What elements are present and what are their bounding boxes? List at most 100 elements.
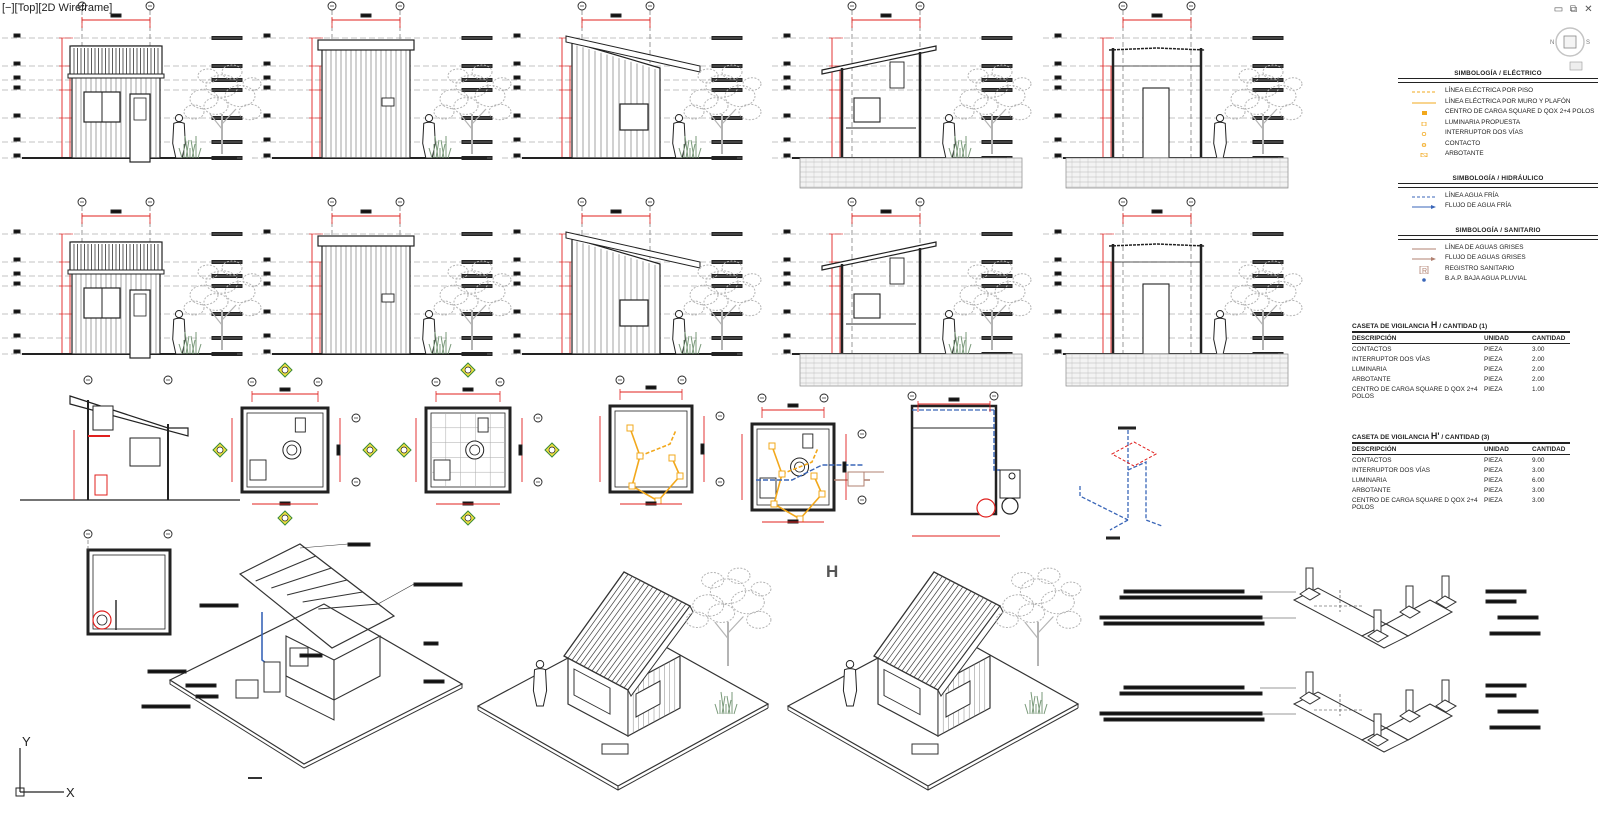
- human-figure: [942, 310, 956, 355]
- elevation-view: [502, 1, 762, 160]
- human-figure: [942, 114, 956, 159]
- side-elevation-small: [20, 375, 240, 501]
- minimize-icon[interactable]: ▭: [1553, 4, 1564, 15]
- plumbing-isometric: [1079, 426, 1163, 540]
- close-icon[interactable]: ✕: [1584, 4, 1593, 15]
- legend-item-label: CENTRO DE CARGA SQUARE D QOX 2+4 POLOS: [1445, 108, 1595, 115]
- dimension-line: [251, 387, 319, 402]
- dimension-line: [581, 209, 651, 224]
- legend-item-label: LÍNEA AGUA FRÍA: [1445, 191, 1499, 199]
- quantity-table-title: CASETA DE VIGILANCIA H' / CANTIDAD (3): [1352, 431, 1570, 444]
- tree-illustration: [683, 64, 762, 154]
- legend-item: B.A.P. BAJA AGUA PLUVIAL: [1398, 275, 1598, 286]
- viewport-window-controls: ▭ ⧉ ✕: [1553, 4, 1594, 15]
- dimension-line: [81, 13, 151, 28]
- human-figure: [842, 659, 858, 707]
- legend-item-label: LÍNEA ELÉCTRICA POR MURO Y PLAFÓN: [1445, 97, 1571, 105]
- viewcube-home-icon[interactable]: [1569, 61, 1583, 71]
- floor-plan-small: [83, 529, 173, 636]
- shrub-illustration: [948, 135, 972, 159]
- human-figure: [672, 310, 686, 355]
- vertical-dimension: [829, 37, 843, 159]
- dimension-line: [619, 385, 683, 400]
- floor-plan: [212, 362, 378, 526]
- model-mark-label: H: [826, 562, 839, 581]
- tree-illustration: [685, 567, 772, 666]
- human-figure: [532, 659, 548, 707]
- foundation-labels: [1099, 589, 1541, 730]
- legend-electrico: SIMBOLOGÍA / ELÉCTRICO LÍNEA ELÉCTRICA P…: [1398, 70, 1598, 161]
- dimension-line: [331, 209, 401, 224]
- vertical-dimension: [559, 233, 573, 355]
- ucs-icon: Y X: [15, 734, 75, 799]
- elevation-view: [2, 197, 262, 359]
- dimension-line: [761, 403, 825, 418]
- vertical-dimension: [559, 37, 573, 159]
- tree-illustration: [953, 64, 1032, 154]
- vertical-dimension: [59, 37, 73, 159]
- foundation-isometric: [1292, 567, 1458, 649]
- viewcube-navigation[interactable]: N S: [1534, 26, 1594, 74]
- elevation-view: [252, 197, 512, 356]
- shrub-illustration: [178, 135, 202, 159]
- vertical-dimension: [309, 233, 323, 355]
- legend-panel: SIMBOLOGÍA / ELÉCTRICO LÍNEA ELÉCTRICA P…: [1398, 70, 1598, 300]
- ground-hatch: [799, 353, 1023, 387]
- dimension-line: [1122, 13, 1192, 28]
- legend-item-label: INTERRUPTOR DOS VÍAS: [1445, 129, 1524, 136]
- legend-item-label: LÍNEA DE AGUAS GRISES: [1445, 243, 1524, 251]
- legend-electrico-title: SIMBOLOGÍA / ELÉCTRICO: [1398, 70, 1598, 79]
- legend-item: CONTACTO: [1398, 140, 1598, 151]
- shrub-illustration: [678, 135, 702, 159]
- viewcube-side-label: S: [1586, 40, 1590, 46]
- tree-illustration: [183, 64, 262, 154]
- dimension-line: [435, 387, 501, 402]
- tree-illustration: [953, 260, 1032, 350]
- ground-hatch: [1065, 353, 1289, 387]
- quantity-table-title: CASETA DE VIGILANCIA H / CANTIDAD (1): [1352, 320, 1570, 333]
- dimension-line: [917, 397, 991, 412]
- legend-item-label: ARBOTANTE: [1445, 150, 1484, 157]
- legend-sanitario-title: SIMBOLOGÍA / SANITARIO: [1398, 227, 1598, 236]
- legend-item-label: LUMINARIA PROPUESTA: [1445, 118, 1521, 126]
- ground-hatch: [799, 157, 1023, 189]
- legend-item: LÍNEA AGUA FRÍA: [1398, 192, 1598, 203]
- floor-plan: [396, 362, 560, 526]
- dimension-line: [851, 13, 921, 28]
- tree-illustration: [433, 64, 512, 154]
- quantity-table-h: CASETA DE VIGILANCIA H / CANTIDAD (1) DE…: [1352, 320, 1570, 401]
- vertical-dimension: [59, 233, 73, 355]
- floor-plan: [741, 393, 884, 524]
- isometric-shed: [786, 567, 1082, 791]
- legend-item: CENTRO DE CARGA SQUARE D QOX 2+4 POLOS: [1398, 108, 1598, 119]
- quantity-table-h-prime: CASETA DE VIGILANCIA H' / CANTIDAD (3) D…: [1352, 431, 1570, 512]
- viewport-controls-label[interactable]: [−][Top][2D Wireframe]: [2, 2, 113, 14]
- legend-item-label: B.A.P. BAJA AGUA PLUVIAL: [1445, 275, 1527, 282]
- viewcube-compass-label: N: [1550, 40, 1554, 46]
- human-figure: [172, 310, 186, 355]
- floor-plan: [599, 375, 725, 506]
- shrub-illustration: [428, 135, 452, 159]
- shrub-illustration: [948, 331, 972, 355]
- dimension-line: [581, 13, 651, 28]
- human-figure: [422, 310, 436, 355]
- vertical-dimension: [1100, 37, 1114, 159]
- restore-icon[interactable]: ⧉: [1569, 4, 1578, 15]
- legend-item: LÍNEA DE AGUAS GRISES: [1398, 244, 1598, 255]
- tree-illustration: [1224, 64, 1303, 154]
- tree-illustration: [1224, 260, 1303, 350]
- legend-item: ARBOTANTE: [1398, 150, 1598, 161]
- legend-item-label: CONTACTO: [1445, 139, 1481, 147]
- dimension-line: [1122, 209, 1192, 224]
- tree-illustration: [995, 567, 1082, 666]
- tree-illustration: [433, 260, 512, 350]
- elevation-view: [502, 197, 762, 356]
- shrub-illustration: [714, 691, 738, 715]
